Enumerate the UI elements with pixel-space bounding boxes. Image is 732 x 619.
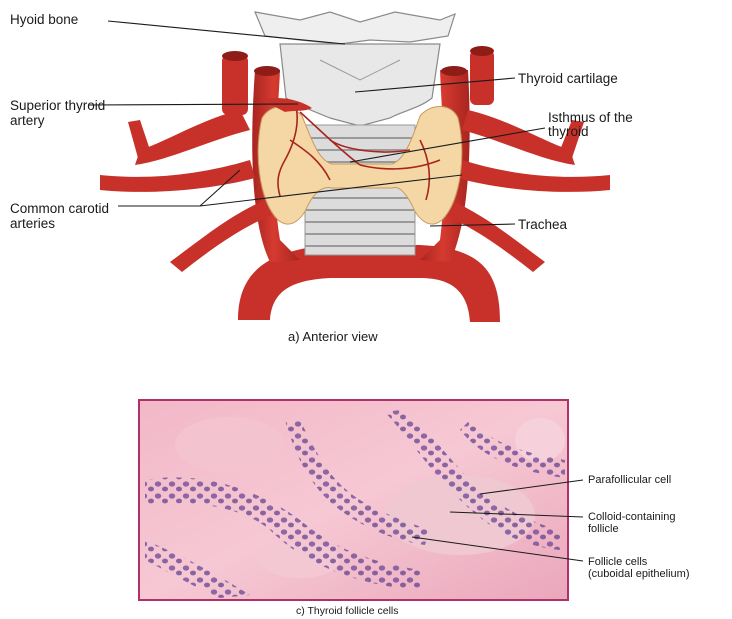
- label-follicle-cells-line1: Follicle cells: [588, 556, 647, 569]
- hyoid-bone: [255, 12, 455, 44]
- label-superior-thyroid-artery-line2: artery: [10, 113, 45, 128]
- trachea: [305, 125, 415, 255]
- label-isthmus-line2: thyroid: [548, 124, 589, 139]
- label-follicle-cells-line2: (cuboidal epithelium): [588, 568, 690, 581]
- label-hyoid-bone: Hyoid bone: [10, 12, 78, 27]
- label-colloid-line2: follicle: [588, 523, 619, 536]
- label-thyroid-cartilage: Thyroid cartilage: [518, 71, 618, 86]
- label-parafollicular-cell: Parafollicular cell: [588, 474, 671, 487]
- caption-thyroid-follicle-cells: c) Thyroid follicle cells: [296, 605, 399, 617]
- micrograph-panel: [139, 400, 583, 600]
- thyroid-cartilage: [280, 44, 440, 126]
- label-trachea: Trachea: [518, 217, 567, 232]
- caption-anterior-view: a) Anterior view: [288, 329, 378, 344]
- label-superior-thyroid-artery-line1: Superior thyroid: [10, 98, 105, 113]
- label-common-carotid-line2: arteries: [10, 216, 55, 231]
- label-colloid-line1: Colloid-containing: [588, 511, 675, 524]
- label-common-carotid-line1: Common carotid: [10, 201, 109, 216]
- anterior-view-illustration: [88, 12, 610, 322]
- label-isthmus-line1: Isthmus of the: [548, 110, 633, 125]
